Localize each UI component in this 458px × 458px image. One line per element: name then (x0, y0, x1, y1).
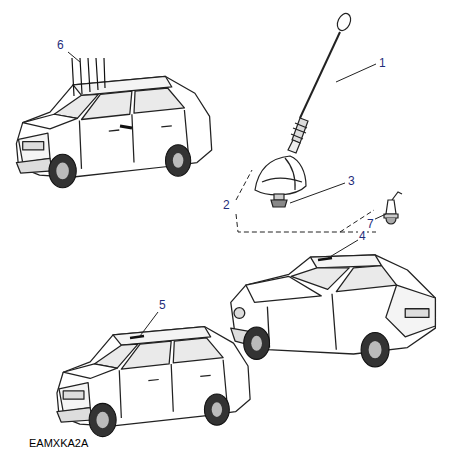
callout-number: 1 (378, 56, 387, 70)
callout-number: 5 (158, 298, 167, 312)
callout-number: 7 (366, 217, 375, 231)
callout-number: 6 (56, 38, 65, 52)
callout-number: 2 (222, 198, 231, 212)
figure-code: EAMXKA2A (28, 436, 89, 450)
callout-number: 4 (358, 229, 367, 243)
callout-number: 3 (347, 174, 356, 188)
